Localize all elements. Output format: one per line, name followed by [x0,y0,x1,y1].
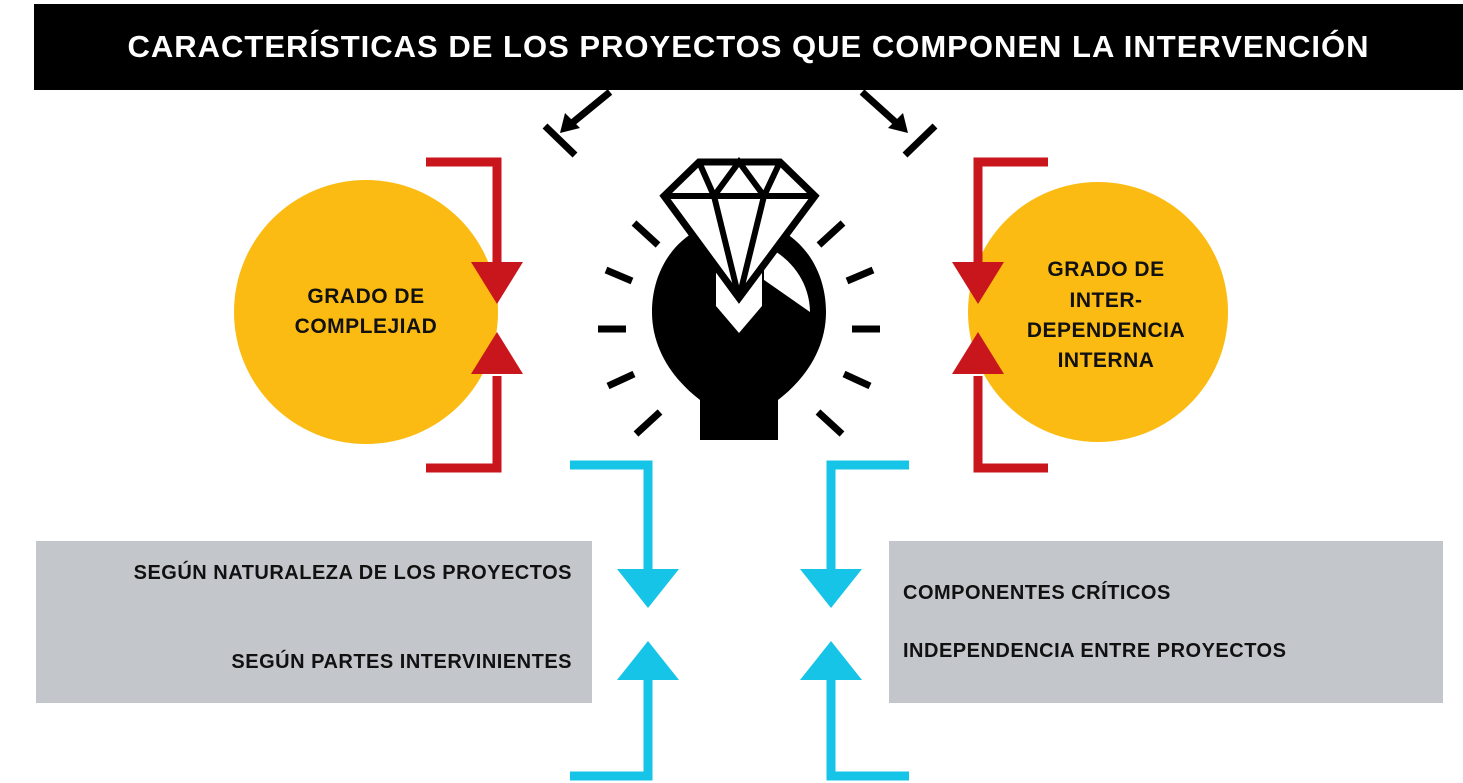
right-circle [968,182,1228,442]
right-red-bracket [952,157,1048,473]
right-circle-label: GRADO DE INTER- DEPENDENCIA INTERNA [1016,236,1196,396]
right-cyan-bracket [800,460,909,781]
title-arrow-left [542,89,613,158]
right-box-item-1: COMPONENTES CRÍTICOS [903,582,1171,604]
diagram-title: CARACTERÍSTICAS DE LOS PROYECTOS QUE COM… [34,4,1463,90]
right-box-item-2: INDEPENDENCIA ENTRE PROYECTOS [903,640,1287,662]
left-circle [234,180,498,444]
left-circle-line-2: COMPLEJIAD [294,315,438,338]
right-circle-line-2: INTER- [1069,288,1143,312]
title-arrow-right-head [888,113,908,133]
left-box-item-1: SEGÚN NATURALEZA DE LOS PROYECTOS [133,562,572,584]
left-info-box: SEGÚN NATURALEZA DE LOS PROYECTOS SEGÚN … [36,541,592,703]
right-info-box: COMPONENTES CRÍTICOS INDEPENDENCIA ENTRE… [889,541,1443,703]
title-arrow-left-head [560,113,580,133]
left-red-bracket [426,157,523,473]
right-circle-line-3: DEPENDENCIA [1026,319,1186,342]
diamond-wrench-lightbulb-icon [598,156,880,440]
left-circle-line-1: GRADO DE [307,284,425,308]
right-circle-line-4: INTERNA [1057,349,1155,373]
left-circle-label: GRADO DE COMPLEJIAD [256,262,476,362]
left-cyan-bracket [570,460,679,781]
right-circle-line-1: GRADO DE [1047,258,1165,282]
left-box-item-2: SEGÚN PARTES INTERVINIENTES [231,651,572,673]
